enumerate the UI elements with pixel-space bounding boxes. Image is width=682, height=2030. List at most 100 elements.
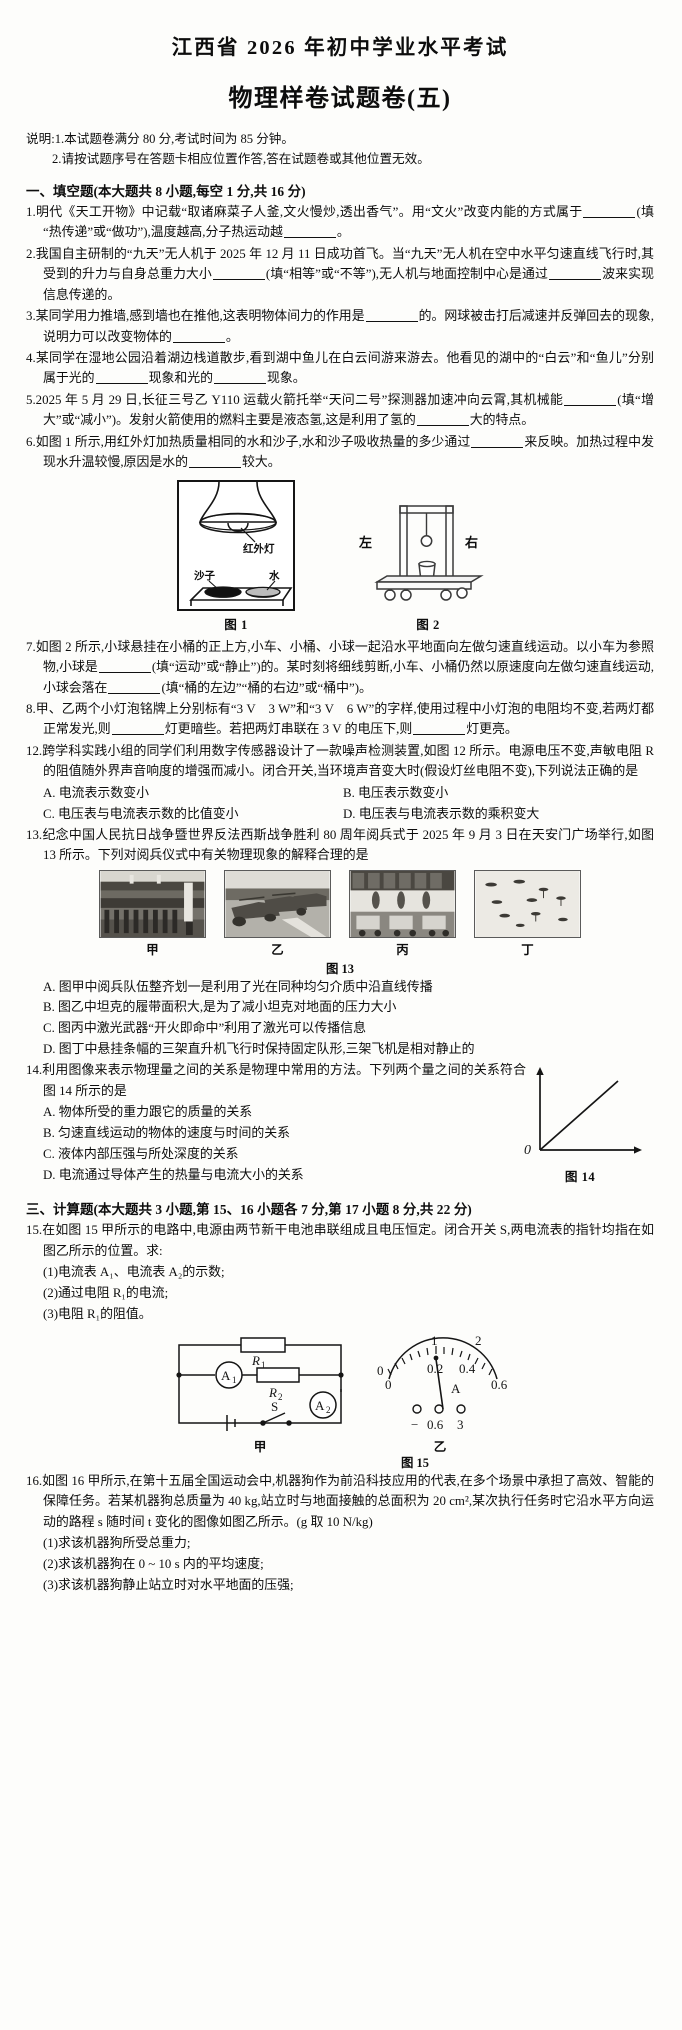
laser-weapon-photo [349,869,456,938]
paper-title: 物理样卷试题卷(五) [228,86,452,112]
question-16-item-2: (2)求该机器狗在 0 ~ 10 s 内的平均速度; [43,1557,264,1572]
question-5: 5.2025 年 5 月 29 日,长征三号乙 Y110 运载火箭托举“天问二号… [26,390,654,431]
svg-text:A: A [315,1398,325,1413]
helicopter-formation-photo [474,869,581,938]
answer-blank[interactable] [98,661,151,674]
figure-2-unit: 左 右 图 2 [353,480,503,633]
question-13-options: A. 图甲中阅兵队伍整齐划一是利用了光在同种均匀介质中沿直线传播 B. 图乙中坦… [26,977,654,1061]
figure-13-photo-unit-3: 丙 [349,869,456,958]
question-16: 16.如图 16 甲所示,在第十五届全国运动会中,机器狗作为前沿科技应用的代表,… [26,1471,654,1532]
question-7-text-c: (填“桶的左边”“桶的右边”或“桶中”)。 [161,680,372,695]
question-8-text-b: 灯更暗些。若把两灯串联在 3 V 的电压下,则 [164,722,413,737]
answer-blank[interactable] [471,436,524,448]
answer-blank[interactable] [214,372,267,385]
answer-blank[interactable] [564,394,617,406]
figure-1-diagram: 红外灯 沙子 水 [177,479,295,611]
figure-13-photo-unit-2: 乙 [224,869,331,958]
question-16-item-3: (3)求该机器狗静止站立时对水平地面的压强; [43,1577,294,1592]
question-16-text: 如图 16 甲所示,在第十五届全国运动会中,机器狗作为前沿科技应用的代表,在多个… [42,1473,654,1529]
svg-text:S: S [271,1399,278,1414]
question-8: 8.甲、乙两个小灯泡铭牌上分别标有“3 V 3 W”和“3 V 6 W”的字样,… [26,699,654,740]
question-14-option-a[interactable]: A. 物体所受的重力跟它的质量的关系 [43,1105,253,1120]
question-3-text-b: 的。网球被击打后减速并反弹回去的现象,说明力可以改变物体的 [43,309,654,344]
instruction-text-1: 1.本试题卷满分 80 分,考试时间为 85 分钟。 [54,132,294,146]
question-12-number: 12. [26,743,43,758]
meter-top-0: 0 [377,1363,384,1378]
meter-terminal-06: 0.6 [427,1417,444,1432]
question-3-number: 3. [26,309,36,324]
figure-1-lamp-label: 红外灯 [243,543,275,555]
question-4-text-c: 现象。 [267,371,306,386]
answer-blank[interactable] [111,723,164,736]
answer-blank[interactable] [583,206,636,218]
parade-formation-photo [99,869,206,938]
question-8-text-c: 灯更亮。 [466,722,518,737]
figure-1-caption: 图 1 [224,617,248,632]
question-12-option-d[interactable]: D. 电压表与电流表示数的乘积变大 [343,806,540,821]
question-14-options: A. 物体所受的重力跟它的质量的关系 B. 匀速直线运动的物体的速度与时间的关系… [26,1102,526,1186]
question-13-option-d[interactable]: D. 图丁中悬挂条幅的三架直升机飞行时保持固定队形,三架飞机是相对静止的 [43,1042,475,1057]
meter-bottom-04: 0.4 [459,1361,476,1376]
question-2-number: 2. [26,246,36,261]
question-14-option-b[interactable]: B. 匀速直线运动的物体的速度与时间的关系 [43,1126,291,1140]
instructions-block: 说明:1.本试题卷满分 80 分,考试时间为 85 分钟。 2.请按试题序号在答… [26,129,654,170]
figure-13-label-1: 甲 [146,942,159,957]
figure-14-caption: 图 14 [564,1170,596,1185]
answer-blank[interactable] [365,310,418,323]
answer-blank[interactable] [212,268,265,281]
question-5-text-a: 2025 年 5 月 29 日,长征三号乙 Y110 运载火箭托举“天问二号”探… [35,392,564,407]
question-15-item-2: (2)通过电阻 R₁的电流; [43,1286,169,1300]
svg-text:R: R [268,1385,277,1400]
question-12-option-row-1: A. 电流表示数变小 B. 电压表示数变小 [43,783,654,804]
question-5-number: 5. [26,392,36,407]
question-15-item-1: (1)电流表 A₁、电流表 A₂的示数; [43,1265,225,1280]
question-16-item-1: (1)求该机器狗所受总重力; [43,1536,191,1551]
figure-13-photo-unit-1: 甲 [99,869,206,958]
meter-terminal-3: 3 [457,1417,464,1432]
answer-blank[interactable] [416,414,469,427]
question-15-subitems: (1)电流表 A₁、电流表 A₂的示数; (2)通过电阻 R₁的电流; (3)电… [26,1262,654,1325]
question-5-text-b: (填“增大”或“减小”)。发射火箭使用的燃料主要是液态氢,这是利用了氢的 [43,392,654,428]
question-1-text-b: (填“热传递”或“做功”),温度越高,分子热运动越 [43,204,654,240]
question-7-text-a: 如图 2 所示,小球悬挂在小桶的正上方,小车、小桶、小球一起沿水平地面向左做匀速… [35,639,654,675]
question-14-number: 14. [26,1063,43,1078]
figure-group-1-2: 红外灯 沙子 水 图 1 [26,479,654,633]
tank-photo [224,869,331,938]
figure-13-caption: 图 13 [326,961,354,976]
question-13-option-a[interactable]: A. 图甲中阅兵队伍整齐划一是利用了光在同种均匀介质中沿直线传播 [43,979,433,994]
question-1-number: 1. [26,204,36,219]
answer-blank[interactable] [283,226,336,239]
instruction-line-1: 说明:1.本试题卷满分 80 分,考试时间为 85 分钟。 [26,129,654,149]
question-14-option-d[interactable]: D. 电流通过导体产生的热量与电流大小的关系 [43,1167,304,1182]
figure-1-unit: 红外灯 沙子 水 图 1 [177,479,295,633]
question-15: 15.在如图 15 甲所示的电路中,电源由两节新干电池串联组成且电压恒定。闭合开… [26,1220,654,1261]
answer-blank[interactable] [95,372,148,385]
question-13-option-c[interactable]: C. 图丙中激光武器“开火即命中”利用了激光可以传播信息 [43,1021,366,1036]
question-4-text-a: 某同学在湿地公园沿着湖边栈道散步,看到湖中鱼儿在白云间游来游去。他看见的湖中的“… [35,350,654,386]
question-12-options: A. 电流表示数变小 B. 电压表示数变小 C. 电压表与电流表示数的比值变小 … [26,783,654,825]
question-5-text-c: 大的特点。 [469,413,535,428]
question-12-option-a[interactable]: A. 电流表示数变小 [43,785,149,800]
answer-blank[interactable] [172,330,225,343]
question-4-number: 4. [26,350,36,365]
svg-text:1: 1 [232,1375,237,1385]
question-12-option-b[interactable]: B. 电压表示数变小 [343,785,449,800]
question-12-option-c[interactable]: C. 电压表与电流表示数的比值变小 [43,806,239,821]
ammeter-dial-svg: 0 1 2 0 0.2 0.4 0.6 A − 0.6 3 [377,1333,508,1432]
figure-2-svg [374,504,484,601]
answer-blank[interactable] [189,456,242,469]
question-14-option-c[interactable]: C. 液体内部压强与所处深度的关系 [43,1146,239,1161]
answer-blank[interactable] [108,681,161,694]
answer-blank[interactable] [549,268,602,281]
meter-bottom-0: 0 [385,1377,392,1392]
question-12: 12.跨学科实践小组的同学们利用数字传感器设计了一款噪声检测装置,如图 12 所… [26,741,654,782]
question-6-text-a: 如图 1 所示,用红外灯加热质量相同的水和沙子,水和沙子吸收热量的多少通过 [35,434,471,449]
question-2: 2.我国自主研制的“九天”无人机于 2025 年 12 月 11 日成功首飞。当… [26,244,654,305]
question-13-option-b[interactable]: B. 图乙中坦克的履带面积大,是为了减小坦克对地面的压力大小 [43,1000,397,1015]
meter-top-1: 1 [431,1333,438,1348]
figure-14-unit: 0 图 14 [506,1062,654,1185]
question-2-text-b: (填“相等”或“不等”),无人机与地面控制中心是通过 [265,267,549,282]
answer-blank[interactable] [413,723,466,736]
